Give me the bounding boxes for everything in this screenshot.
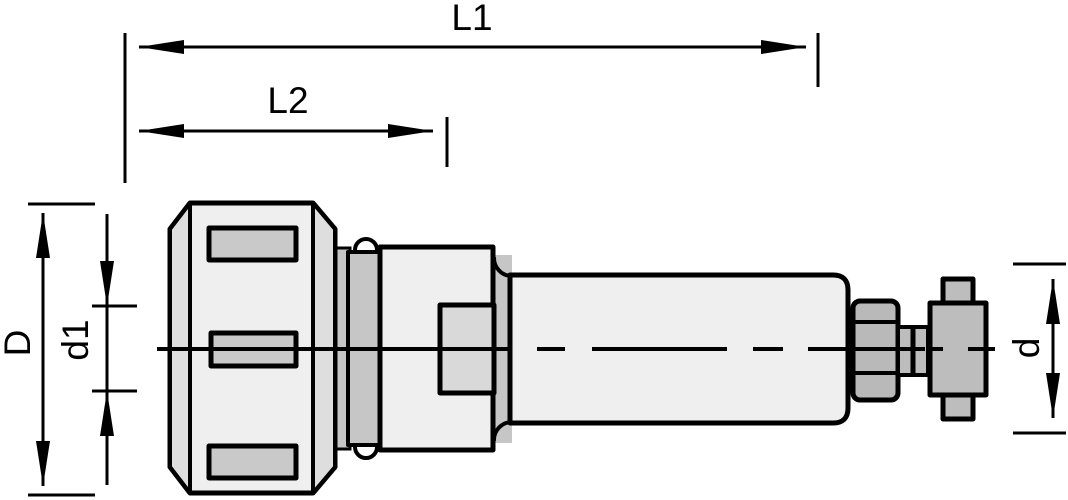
dimension-l1: L1 [123,0,820,183]
collet-slot-bottom [206,443,299,481]
D-arrowhead-bottom [36,441,50,486]
collet-slot-top [206,225,299,263]
d1-arrowhead-bottom [100,391,114,436]
dimension-D: D [0,202,95,497]
d1-label: d1 [55,319,96,360]
d-arrowhead-bottom [1046,373,1060,418]
D-label: D [0,330,38,357]
d-arrowhead-top [1046,279,1060,324]
D-arrowhead-top [36,213,50,258]
dimension-d1: d1 [55,214,137,485]
l2-arrowhead-right [388,124,433,138]
d1-arrowhead-top [100,261,114,306]
d-label: d [1006,338,1047,359]
l2-label: L2 [267,80,308,121]
l2-arrowhead-left [139,124,184,138]
groove-notch-bottom [353,446,379,460]
groove-notch-top [353,237,379,251]
shank-fillet-bottom [491,419,513,442]
l1-label: L1 [451,0,492,38]
l1-arrowhead-right [761,40,806,54]
dimension-l2: L2 [139,80,449,167]
shank-fillet-top [491,256,513,279]
l1-arrowhead-left [139,40,184,54]
dimension-d: d [1006,262,1066,435]
